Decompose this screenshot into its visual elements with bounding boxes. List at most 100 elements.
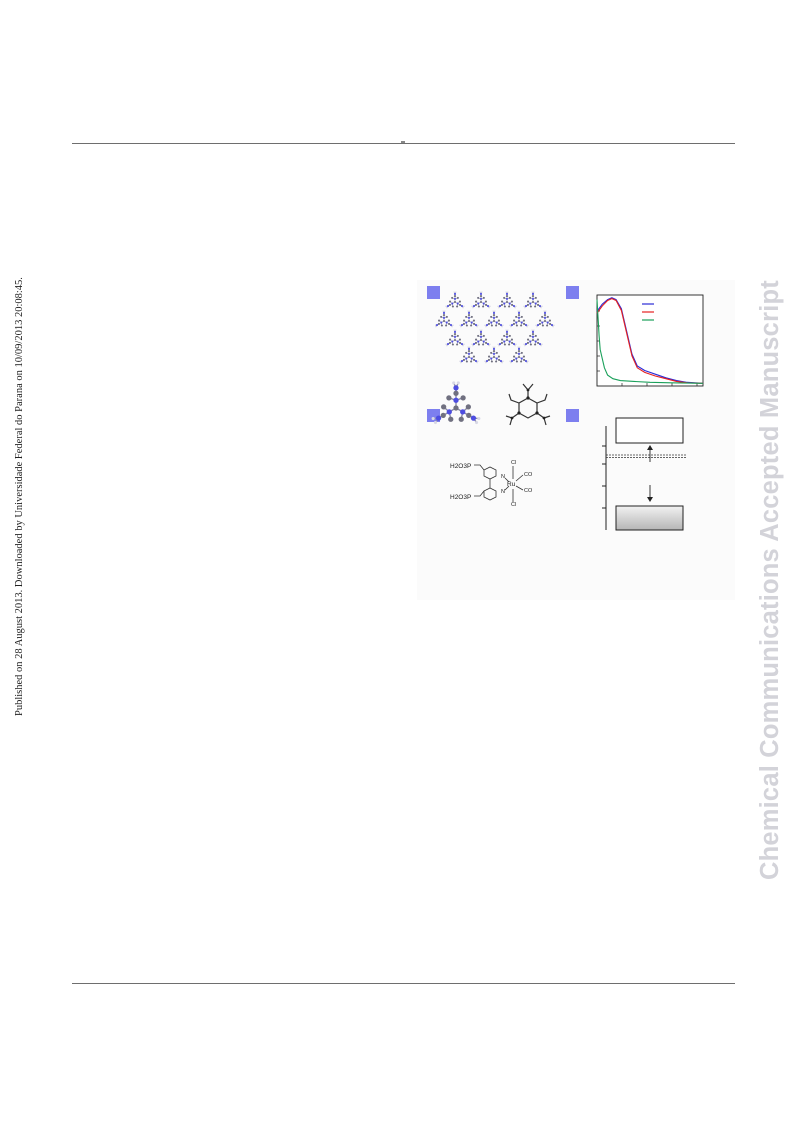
atom bbox=[479, 330, 483, 333]
atom bbox=[451, 343, 454, 346]
atom bbox=[522, 355, 525, 358]
atom bbox=[501, 300, 504, 303]
atom bbox=[453, 292, 457, 295]
atom bbox=[458, 338, 461, 341]
atom bbox=[492, 310, 494, 312]
atom bbox=[545, 310, 547, 312]
atom bbox=[446, 342, 450, 346]
atom bbox=[517, 346, 519, 348]
atom bbox=[437, 322, 440, 325]
atom bbox=[543, 311, 547, 314]
heptazine-unit bbox=[484, 346, 504, 364]
atom bbox=[517, 350, 521, 353]
atom bbox=[552, 326, 554, 328]
atom bbox=[492, 316, 496, 319]
atom bbox=[476, 362, 478, 364]
atom bbox=[477, 305, 480, 308]
atom bbox=[543, 319, 547, 323]
heptazine-unit bbox=[509, 310, 529, 328]
atom bbox=[467, 346, 469, 348]
atom bbox=[503, 340, 506, 343]
atom bbox=[452, 324, 454, 326]
atom bbox=[498, 307, 500, 309]
atom bbox=[540, 345, 542, 347]
atom bbox=[531, 297, 535, 300]
atom bbox=[481, 329, 483, 331]
atom bbox=[508, 296, 511, 299]
atom bbox=[473, 358, 476, 361]
atom bbox=[462, 345, 464, 347]
atom bbox=[465, 324, 468, 327]
atom bbox=[511, 303, 514, 306]
atom bbox=[485, 326, 487, 328]
atom bbox=[531, 338, 535, 342]
atom bbox=[467, 314, 471, 317]
atom bbox=[487, 358, 490, 361]
atom bbox=[489, 343, 491, 345]
atom bbox=[512, 342, 516, 346]
atom bbox=[470, 357, 473, 360]
atom bbox=[536, 323, 540, 327]
atom bbox=[467, 352, 471, 355]
atom bbox=[531, 329, 533, 331]
atom bbox=[519, 346, 521, 348]
atom bbox=[465, 404, 471, 410]
atom bbox=[510, 362, 512, 364]
conduction-band-box bbox=[615, 417, 684, 444]
atom bbox=[499, 359, 503, 363]
atom bbox=[477, 340, 480, 343]
atom bbox=[536, 326, 538, 328]
atom bbox=[460, 362, 462, 364]
atom bbox=[456, 343, 459, 346]
atom bbox=[502, 360, 504, 362]
atom bbox=[456, 296, 459, 299]
atom bbox=[540, 307, 542, 309]
atom bbox=[514, 307, 516, 309]
atom bbox=[490, 324, 493, 327]
arrow-head-down bbox=[647, 497, 653, 502]
atom bbox=[531, 330, 535, 333]
panel-tag-a bbox=[427, 286, 440, 299]
atom bbox=[492, 355, 496, 359]
atom bbox=[445, 343, 447, 345]
atom bbox=[458, 416, 464, 422]
atom bbox=[541, 321, 544, 324]
atom bbox=[517, 319, 521, 323]
atom bbox=[460, 359, 464, 363]
atom bbox=[488, 319, 491, 322]
atom bbox=[487, 322, 490, 325]
atom bbox=[524, 323, 528, 327]
atom bbox=[510, 323, 514, 327]
atom bbox=[546, 321, 549, 324]
atom bbox=[448, 303, 451, 306]
atom bbox=[495, 321, 498, 324]
atom bbox=[501, 326, 503, 328]
atom bbox=[497, 319, 500, 322]
heptazine-unit bbox=[523, 329, 543, 347]
atom bbox=[490, 351, 493, 354]
atom bbox=[526, 326, 528, 328]
atom bbox=[435, 323, 439, 327]
atom bbox=[456, 340, 459, 343]
atom bbox=[543, 316, 547, 319]
atom bbox=[474, 341, 477, 344]
chloride-label-bottom: Cl bbox=[511, 502, 516, 508]
atom bbox=[453, 291, 455, 293]
heptazine-unit bbox=[459, 346, 479, 364]
atom bbox=[438, 319, 441, 322]
atom bbox=[523, 343, 525, 345]
panel-tag-d bbox=[566, 409, 579, 422]
atom bbox=[508, 302, 511, 305]
atom bbox=[479, 292, 483, 295]
atom bbox=[500, 303, 503, 306]
atom bbox=[553, 324, 555, 326]
atom bbox=[475, 420, 479, 425]
atom bbox=[550, 323, 554, 327]
atom bbox=[498, 345, 500, 347]
atom bbox=[456, 381, 460, 385]
atom bbox=[451, 326, 453, 328]
atom bbox=[531, 295, 535, 298]
atom bbox=[451, 334, 454, 337]
atom bbox=[534, 343, 537, 346]
atom bbox=[536, 300, 539, 303]
